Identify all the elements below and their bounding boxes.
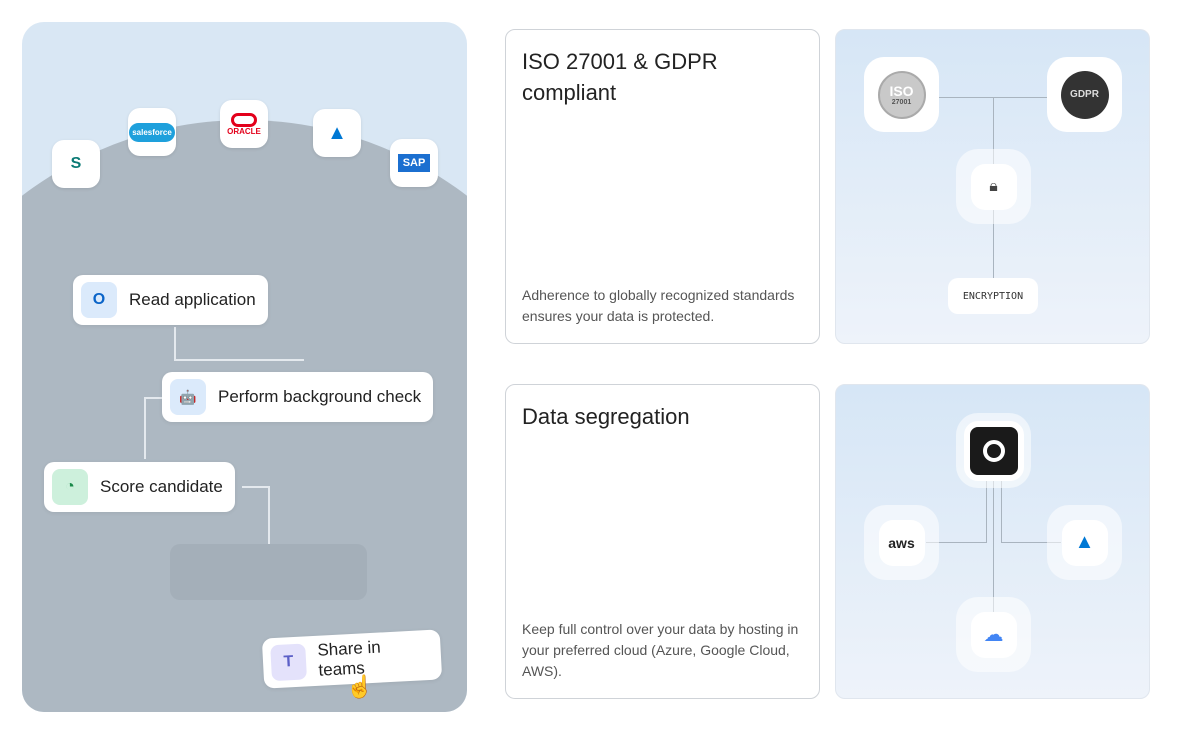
lock-icon: 🔒︎ bbox=[970, 163, 1017, 210]
card-title: Data segregation bbox=[522, 404, 690, 429]
oracle-ring bbox=[231, 112, 257, 127]
connector-line bbox=[144, 397, 146, 459]
sharepoint-icon: S bbox=[52, 140, 100, 188]
iso-label: ISO bbox=[889, 83, 914, 99]
encryption-label: ENCRYPTION bbox=[948, 278, 1038, 314]
aws-icon: aws bbox=[878, 519, 925, 566]
sap-label: SAP bbox=[397, 154, 431, 172]
card-description: Adherence to globally recognized standar… bbox=[522, 287, 795, 324]
step-label: Read application bbox=[129, 290, 256, 309]
salesforce-label: salesforce bbox=[129, 122, 175, 142]
card-title: ISO 27001 & GDPR compliant bbox=[522, 49, 718, 105]
app-logo-icon bbox=[982, 439, 1005, 462]
azure-icon: ▲ bbox=[313, 109, 361, 157]
connector-line bbox=[242, 486, 270, 488]
segregation-card: Data segregation Keep full control over … bbox=[505, 384, 820, 699]
teams-icon: T bbox=[270, 643, 307, 682]
workflow-panel: S salesforce ORACLE ▲ SAP O Read applicat… bbox=[22, 22, 467, 712]
placeholder-step bbox=[170, 544, 367, 600]
hand-cursor-icon: ☝ bbox=[346, 674, 374, 699]
azure-icon: ▲ bbox=[1061, 519, 1108, 566]
step-label: Score candidate bbox=[100, 477, 223, 496]
connector-line bbox=[268, 486, 270, 544]
step-label: Share in teams bbox=[316, 637, 382, 680]
gdpr-badge-icon: GDPR bbox=[1060, 70, 1109, 119]
step-background-check[interactable]: 🤖 Perform background check bbox=[162, 372, 434, 422]
oracle-icon: ORACLE bbox=[220, 100, 268, 148]
gauge-icon: ◔ bbox=[52, 469, 88, 505]
step-score-candidate[interactable]: ◔ Score candidate bbox=[44, 462, 235, 512]
sap-icon: SAP bbox=[390, 139, 438, 187]
oracle-label: ORACLE bbox=[227, 126, 261, 136]
connector-line bbox=[144, 397, 164, 399]
google-cloud-icon: ☁ bbox=[970, 611, 1017, 658]
iso-number: 27001 bbox=[891, 99, 912, 106]
connector-line bbox=[174, 359, 304, 361]
step-label: Perform background check bbox=[218, 387, 422, 406]
robot-icon: 🤖 bbox=[170, 379, 206, 415]
outlook-icon: O bbox=[81, 282, 117, 318]
card-description: Keep full control over your data by host… bbox=[522, 621, 799, 679]
salesforce-icon: salesforce bbox=[128, 108, 176, 156]
connector-line bbox=[174, 327, 176, 361]
step-read-application[interactable]: O Read application bbox=[73, 275, 268, 325]
compliance-card: ISO 27001 & GDPR compliant Adherence to … bbox=[505, 29, 820, 344]
segregation-visual: aws ▲ ☁ bbox=[835, 384, 1150, 699]
